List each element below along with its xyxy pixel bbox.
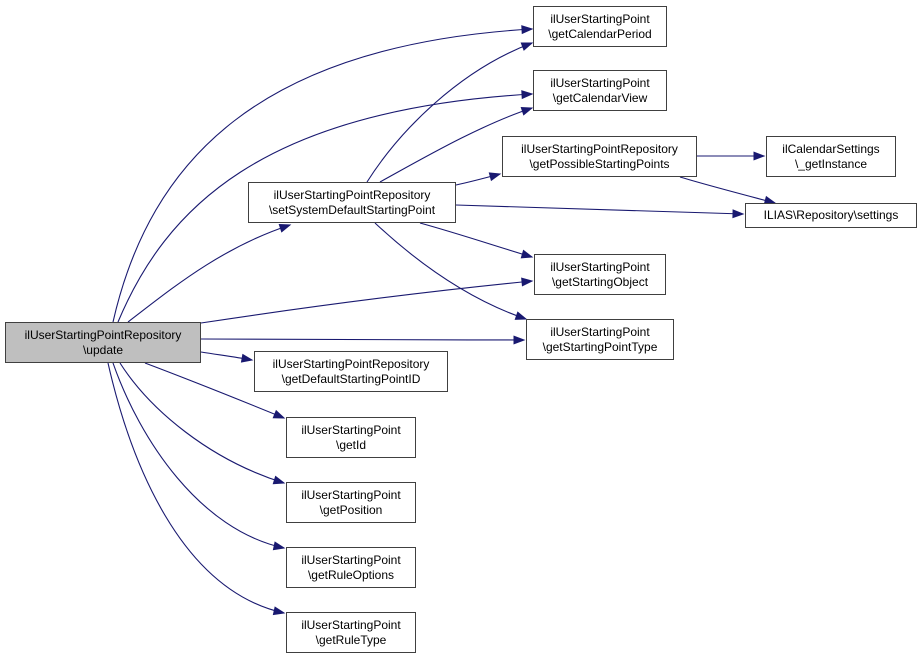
node-getStartingObject[interactable]: ilUserStartingPoint \getStartingObject — [534, 254, 666, 295]
node-getId-method: \getId — [335, 437, 367, 452]
edge-line — [200, 280, 533, 324]
node-getCalendarView-method: \getCalendarView — [552, 90, 648, 105]
edge-update-to-getStartingPointType — [200, 335, 526, 345]
node-getStartingPointType-method: \getStartingPointType — [542, 339, 658, 354]
arrowhead-icon — [753, 151, 766, 161]
edge-line — [366, 42, 533, 183]
edge-line — [200, 338, 525, 341]
edge-update-to-getDefaultStartingPointID — [200, 351, 254, 363]
edge-setSystemDefaultStartingPoint-to-getStartingObject — [419, 222, 534, 259]
edge-update-to-getId — [144, 362, 286, 419]
edge-update-to-setSystemDefaultStartingPoint — [127, 223, 292, 323]
node-settings-label: ILIAS\Repository\settings — [763, 208, 899, 222]
edge-setSystemDefaultStartingPoint-to-getCalendarView — [379, 106, 534, 183]
node-setSystemDefaultStartingPoint-class: ilUserStartingPointRepository — [273, 187, 431, 202]
node-getCalendarPeriod[interactable]: ilUserStartingPoint \getCalendarPeriod — [533, 6, 667, 47]
node-setSystemDefaultStartingPoint[interactable]: ilUserStartingPointRepository \setSystem… — [248, 182, 456, 223]
edge-update-to-getRuleOptions — [112, 362, 286, 551]
node-settings[interactable]: ILIAS\Repository\settings — [745, 203, 917, 228]
node-getPosition[interactable]: ilUserStartingPoint \getPosition — [286, 482, 416, 523]
node-getRuleOptions-method: \getRuleOptions — [307, 567, 395, 582]
arrowhead-icon — [521, 277, 534, 287]
edge-line — [119, 362, 285, 484]
edge-line — [112, 28, 533, 323]
arrowhead-icon — [520, 249, 534, 259]
node-getId-class: ilUserStartingPoint — [301, 422, 401, 437]
node-setSystemDefaultStartingPoint-method: \setSystemDefaultStartingPoint — [268, 202, 436, 217]
edge-line — [379, 107, 533, 183]
node-getCalendarView-class: ilUserStartingPoint — [550, 75, 650, 90]
edge-line — [127, 224, 291, 323]
edge-line — [679, 176, 776, 204]
edge-setSystemDefaultStartingPoint-to-getPossibleStartingPoints — [455, 172, 502, 186]
arrowhead-icon — [488, 172, 502, 182]
edge-line — [419, 222, 533, 258]
node-getRuleType-class: ilUserStartingPoint — [301, 617, 401, 632]
arrowhead-icon — [272, 475, 286, 485]
node-getPosition-class: ilUserStartingPoint — [301, 487, 401, 502]
node-getId[interactable]: ilUserStartingPoint \getId — [286, 417, 416, 458]
node-getStartingObject-class: ilUserStartingPoint — [550, 259, 650, 274]
node-getRuleType-method: \getRuleType — [315, 632, 387, 647]
node-getInstance-method: \_getInstance — [794, 156, 868, 171]
node-update[interactable]: ilUserStartingPointRepository \update — [5, 322, 201, 363]
node-getRuleOptions-class: ilUserStartingPoint — [301, 552, 401, 567]
arrowhead-icon — [520, 106, 534, 116]
edge-getPossibleStartingPoints-to-getInstance — [696, 151, 766, 161]
node-getInstance-class: ilCalendarSettings — [782, 141, 880, 156]
node-update-method: \update — [82, 342, 124, 357]
arrowhead-icon — [272, 606, 286, 616]
arrowhead-icon — [520, 42, 534, 51]
edge-update-to-getStartingObject — [200, 277, 534, 324]
node-getCalendarPeriod-class: ilUserStartingPoint — [550, 11, 650, 26]
node-getRuleOptions[interactable]: ilUserStartingPoint \getRuleOptions — [286, 547, 416, 588]
arrowhead-icon — [272, 409, 286, 419]
arrowhead-icon — [240, 353, 254, 363]
node-getRuleType[interactable]: ilUserStartingPoint \getRuleType — [286, 612, 416, 653]
arrowhead-icon — [732, 209, 745, 219]
node-getDefaultStartingPointID-method: \getDefaultStartingPointID — [281, 371, 421, 386]
arrowhead-icon — [272, 541, 286, 551]
node-getPosition-method: \getPosition — [319, 502, 383, 517]
edge-setSystemDefaultStartingPoint-to-getStartingPointType — [374, 222, 528, 320]
edge-line — [107, 362, 285, 614]
edge-line — [455, 204, 744, 215]
edge-update-to-getPosition — [119, 362, 286, 485]
node-getPossibleStartingPoints[interactable]: ilUserStartingPointRepository \getPossib… — [502, 136, 697, 177]
node-getPossibleStartingPoints-method: \getPossibleStartingPoints — [529, 156, 670, 171]
edge-update-to-getRuleType — [107, 362, 286, 616]
edge-line — [144, 362, 285, 419]
node-getStartingPointType[interactable]: ilUserStartingPoint \getStartingPointTyp… — [526, 319, 674, 360]
arrowhead-icon — [514, 311, 528, 320]
arrowhead-icon — [521, 90, 534, 100]
node-getDefaultStartingPointID[interactable]: ilUserStartingPointRepository \getDefaul… — [254, 351, 448, 392]
node-getDefaultStartingPointID-class: ilUserStartingPointRepository — [272, 356, 430, 371]
node-getInstance[interactable]: ilCalendarSettings \_getInstance — [766, 136, 896, 177]
node-update-class: ilUserStartingPointRepository — [24, 327, 182, 342]
arrowhead-icon — [278, 223, 292, 233]
edge-setSystemDefaultStartingPoint-to-getCalendarPeriod — [366, 42, 534, 183]
node-getCalendarView[interactable]: ilUserStartingPoint \getCalendarView — [533, 70, 667, 111]
edge-setSystemDefaultStartingPoint-to-settings — [455, 204, 745, 219]
arrowhead-icon — [513, 335, 526, 345]
edge-line — [117, 93, 533, 323]
edge-getPossibleStartingPoints-to-settings — [679, 176, 777, 205]
node-getStartingObject-method: \getStartingObject — [551, 274, 649, 289]
edge-line — [374, 222, 527, 320]
node-getStartingPointType-class: ilUserStartingPoint — [550, 324, 650, 339]
arrowhead-icon — [521, 25, 534, 35]
node-getPossibleStartingPoints-class: ilUserStartingPointRepository — [521, 141, 678, 156]
edge-update-to-getCalendarPeriod — [112, 25, 534, 323]
edge-line — [112, 362, 285, 549]
edge-update-to-getCalendarView — [117, 90, 534, 323]
node-getCalendarPeriod-method: \getCalendarPeriod — [548, 26, 652, 41]
